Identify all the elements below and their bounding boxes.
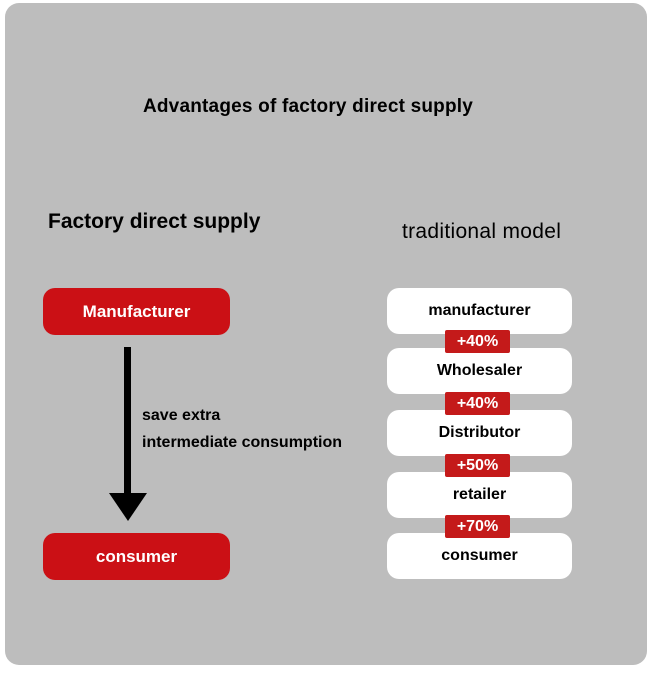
down-arrow-shaft — [124, 347, 131, 495]
left-column-heading: Factory direct supply — [48, 210, 261, 233]
chain-node-distributor: Distributor — [387, 410, 572, 456]
markup-badge-3: +50% — [445, 454, 510, 477]
page-title: Advantages of factory direct supply — [142, 96, 474, 117]
arrow-annotation: save extra intermediate consumption — [142, 402, 342, 456]
chain-node-retailer: retailer — [387, 472, 572, 518]
consumer-node-left: consumer — [43, 533, 230, 580]
chain-node-manufacturer: manufacturer — [387, 288, 572, 334]
markup-badge-2: +40% — [445, 392, 510, 415]
markup-badge-4: +70% — [445, 515, 510, 538]
manufacturer-node-left: Manufacturer — [43, 288, 230, 335]
arrow-annotation-line2: intermediate consumption — [142, 434, 343, 451]
arrow-annotation-line1: save extra — [142, 407, 221, 424]
right-column-heading: traditional model — [402, 220, 562, 243]
chain-node-consumer: consumer — [387, 533, 572, 579]
down-arrow-head-icon — [109, 493, 147, 521]
chain-node-wholesaler: Wholesaler — [387, 348, 572, 394]
markup-badge-1: +40% — [445, 330, 510, 353]
